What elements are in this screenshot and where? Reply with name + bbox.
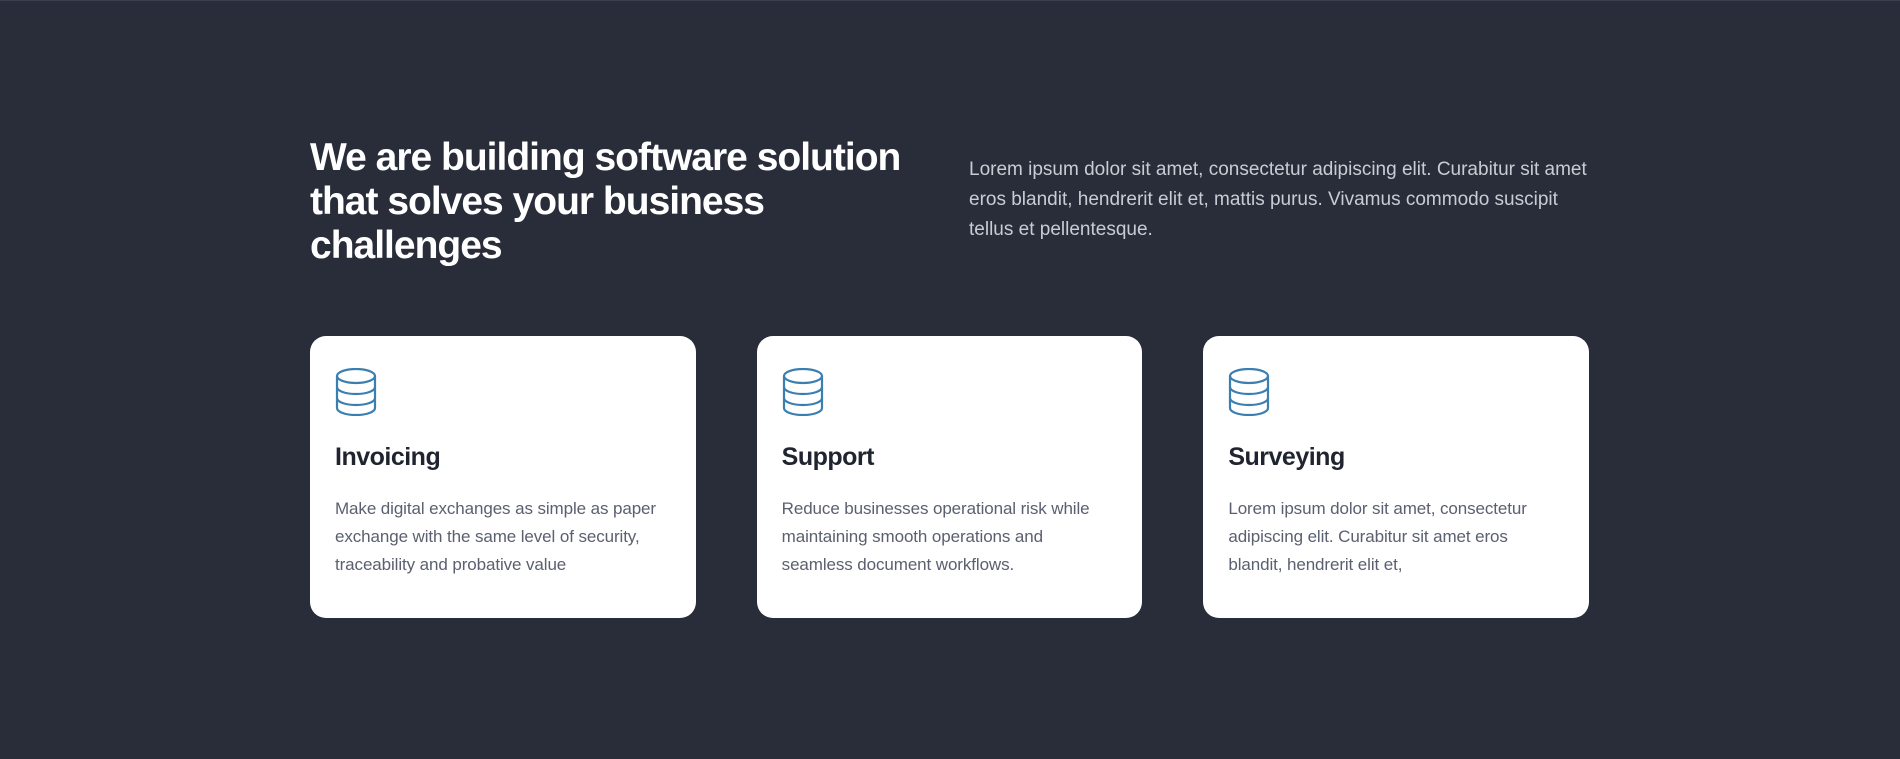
- database-icon: [782, 368, 824, 416]
- service-cards: Invoicing Make digital exchanges as simp…: [310, 336, 1590, 618]
- card-description: Make digital exchanges as simple as pape…: [335, 499, 656, 574]
- card-description: Lorem ipsum dolor sit amet, consectetur …: [1228, 499, 1527, 574]
- card-title: Support: [781, 443, 875, 471]
- database-icon: [335, 368, 377, 416]
- card-title: Invoicing: [335, 443, 441, 471]
- service-card-surveying: Surveying Lorem ipsum dolor sit amet, co…: [1203, 336, 1590, 618]
- card-title: Surveying: [1228, 443, 1345, 471]
- card-description: Reduce businesses operational risk while…: [781, 499, 1090, 574]
- section-intro: Lorem ipsum dolor sit amet, consectetur …: [969, 159, 1587, 240]
- services-section: We are building software solution that s…: [310, 0, 1590, 759]
- service-card-invoicing: Invoicing Make digital exchanges as simp…: [310, 336, 696, 618]
- service-card-support: Support Reduce businesses operational ri…: [756, 336, 1143, 618]
- section-heading: We are building software solution that s…: [310, 136, 901, 267]
- top-divider: [0, 0, 1900, 1]
- database-icon: [1228, 368, 1270, 416]
